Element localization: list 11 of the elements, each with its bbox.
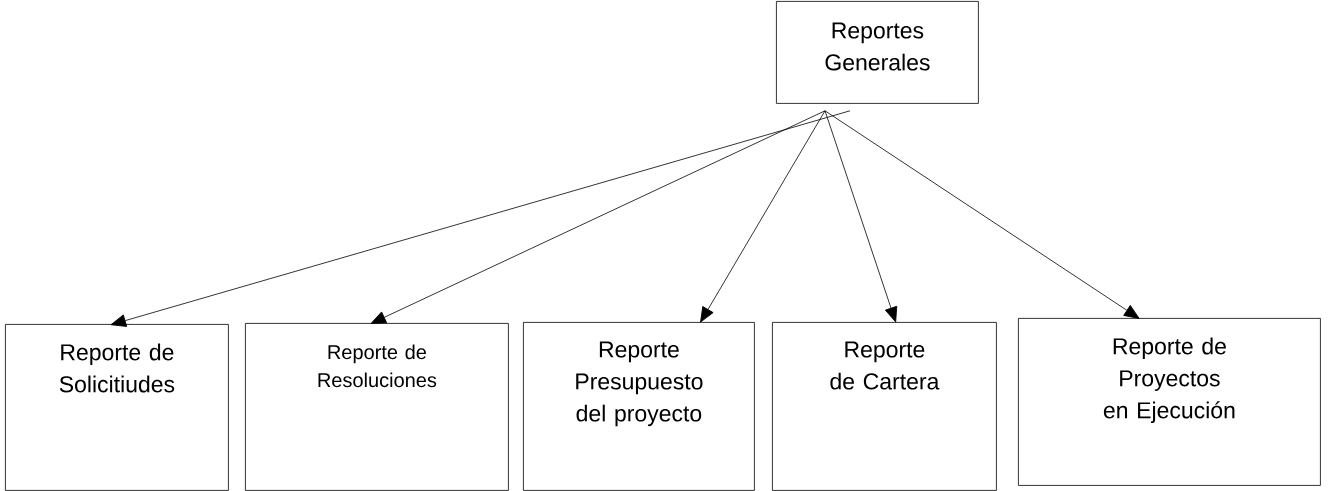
report-box: Reporte de Resoluciones	[245, 323, 509, 491]
arrow	[110, 110, 851, 327]
report-box: Reportes Generales	[776, 1, 979, 104]
report-box: Reporte de Cartera	[772, 322, 997, 491]
arrow	[700, 110, 826, 323]
arrow	[824, 110, 898, 323]
report-box: Reporte de Proyectos en Ejecución	[1018, 318, 1321, 486]
report-box: Reporte Presupuesto del proyecto	[523, 322, 755, 491]
arrow	[824, 110, 1140, 319]
arrow	[370, 110, 826, 324]
report-box: Reporte de Solicitiudes	[5, 324, 229, 491]
